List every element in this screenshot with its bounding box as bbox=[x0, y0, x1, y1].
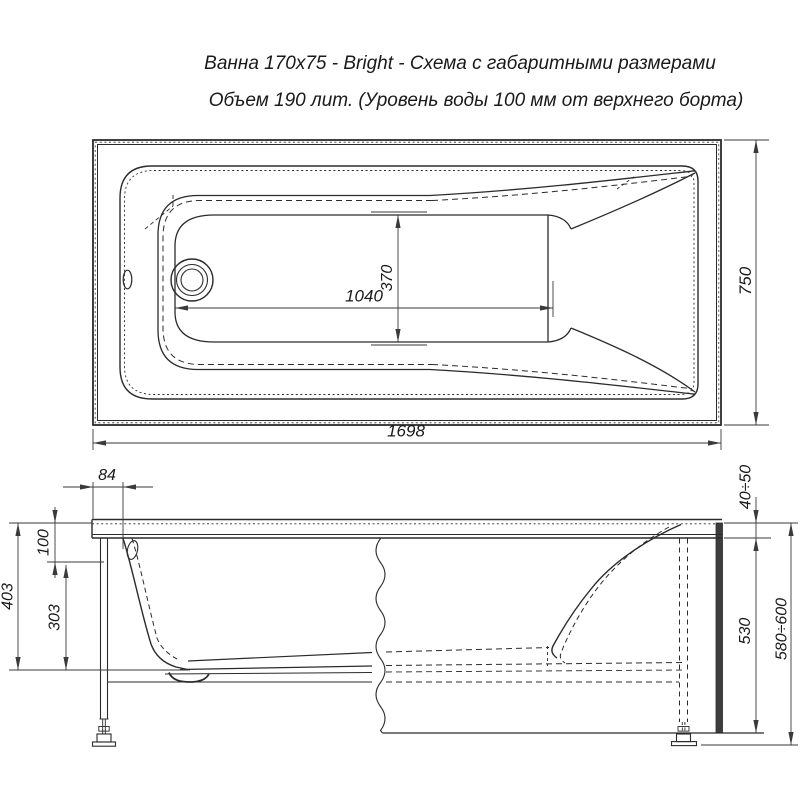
front-foot-body bbox=[96, 733, 112, 743]
dim-total-depth: 403 bbox=[0, 523, 21, 670]
drain-inner-circle bbox=[180, 268, 204, 292]
dim-rim-thickness: 40÷50 bbox=[738, 465, 759, 733]
dim-installation-height: 580÷600 bbox=[774, 523, 794, 745]
end-panel-edge bbox=[715, 522, 723, 734]
top-view: 1040 370 750 1698 bbox=[92, 139, 769, 450]
backrest-outer bbox=[551, 523, 682, 659]
dim-rim-edge-offset: 84 bbox=[63, 467, 153, 549]
front-leg bbox=[91, 538, 117, 747]
left-slope-inner-dashed bbox=[131, 538, 178, 660]
left-slope-outer bbox=[122, 538, 191, 671]
dim-apron-height-label: 530 bbox=[737, 618, 754, 645]
dim-overall-width-label: 750 bbox=[736, 266, 755, 295]
bottom-lines bbox=[108, 647, 685, 683]
flat-bottom-outline bbox=[174, 214, 548, 343]
tub-outer-edge bbox=[92, 139, 722, 426]
drawing-subtitle: Объем 190 лит. (Уровень воды 100 мм от в… bbox=[209, 90, 744, 111]
corner-dash-right bbox=[616, 175, 636, 190]
dim-bottom-depth: 303 bbox=[47, 565, 69, 670]
drawing-title: Ванна 170x75 - Bright - Схема с габаритн… bbox=[204, 53, 716, 74]
dim-installation-height-label: 580÷600 bbox=[774, 598, 791, 660]
rear-foot-body bbox=[675, 733, 692, 743]
drain-trap bbox=[168, 672, 210, 683]
dim-apron-height: 530 bbox=[737, 618, 759, 733]
dim-water-level: 100 bbox=[36, 507, 58, 578]
basin-fan-top-dashed bbox=[431, 175, 693, 201]
drain-middle-circle bbox=[175, 263, 209, 297]
basin-fan-top bbox=[429, 170, 696, 197]
basin-edge bbox=[157, 194, 430, 371]
dim-water-level-label: 100 bbox=[36, 529, 53, 556]
dim-inner-length-label: 1040 bbox=[345, 286, 383, 305]
dim-inner-width: 370 bbox=[371, 211, 427, 346]
rear-foot-nut bbox=[677, 726, 690, 732]
backrest-fan-top bbox=[570, 172, 696, 230]
rim-bar bbox=[91, 518, 722, 539]
rear-foot-base bbox=[670, 741, 698, 747]
rim-inner-edge bbox=[119, 165, 699, 400]
basin-fan-bottom bbox=[429, 368, 696, 395]
overflow-hole-side bbox=[126, 540, 139, 560]
seat-corner-bottom bbox=[547, 327, 572, 343]
corner-dash-left bbox=[144, 195, 174, 230]
overflow-hole-top bbox=[122, 269, 133, 290]
dim-total-depth-label: 403 bbox=[0, 583, 17, 610]
dim-overall-length: 1698 bbox=[92, 421, 722, 450]
rim-inner-edge-dotted bbox=[124, 170, 695, 395]
break-line bbox=[375, 538, 386, 734]
front-foot-nut bbox=[98, 726, 110, 732]
backrest-inner-dashed bbox=[559, 526, 670, 664]
dim-overall-length-label: 1698 bbox=[387, 421, 425, 440]
dim-rim-edge-offset-label: 84 bbox=[98, 467, 116, 484]
dim-inner-length: 1040 bbox=[175, 281, 554, 317]
backrest-fan-bottom bbox=[570, 327, 696, 393]
dim-rim-thickness-label: 40÷50 bbox=[738, 465, 755, 509]
basin-fan-bottom-dashed bbox=[431, 364, 693, 390]
tub-outer-edge-inner-line bbox=[97, 144, 717, 421]
tub-outer-edge-dotted bbox=[94, 141, 720, 424]
front-foot-base bbox=[91, 741, 117, 747]
rear-leg bbox=[670, 538, 698, 747]
drain-outer-circle bbox=[170, 258, 214, 302]
dim-overall-width: 750 bbox=[724, 139, 769, 426]
seat-corner-top bbox=[547, 214, 572, 230]
side-view: 84 100 303 403 bbox=[0, 465, 798, 747]
dim-inner-width-label: 370 bbox=[379, 265, 396, 292]
dim-bottom-depth-label: 303 bbox=[47, 604, 64, 631]
